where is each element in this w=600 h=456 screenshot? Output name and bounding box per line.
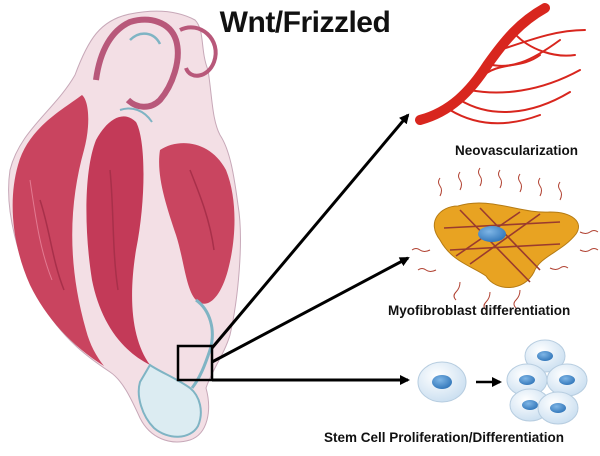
diagram-title: Wnt/Frizzled [219,6,391,39]
heart-section-image [8,10,241,443]
arrow-to-neovascularization [210,113,410,349]
stem-cell-icon [417,361,467,403]
arrow-to-myofibroblast [211,256,410,364]
myofibroblast-icon [411,167,599,311]
inset-box [176,344,214,382]
blood-vessel-icon [415,3,586,125]
myofibroblast-label: Myofibroblast differentiation [388,303,571,318]
stem-cell-label: Stem Cell Proliferation/Differentiation [324,430,565,445]
cell-cluster-icon [506,339,588,425]
arrows [210,113,410,385]
neovascularization-label: Neovascularization [455,143,579,158]
